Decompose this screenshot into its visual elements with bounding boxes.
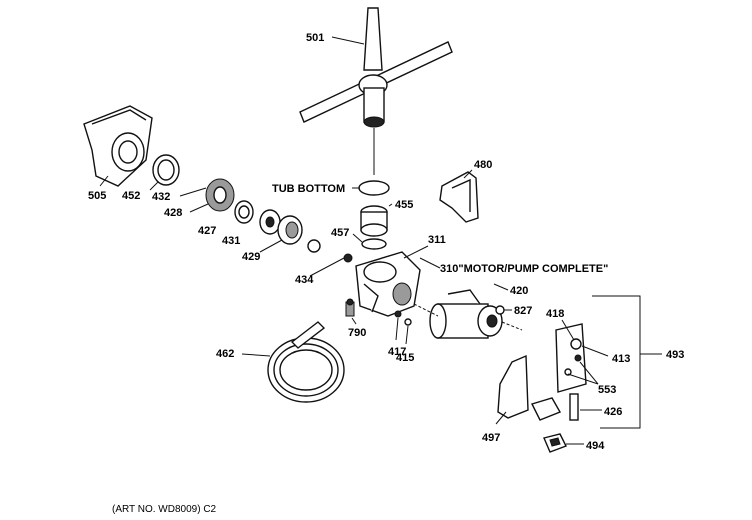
label-413: 413 <box>612 353 630 365</box>
clamp-452 <box>152 154 180 186</box>
leader-501 <box>331 36 365 45</box>
filter-screen-428 <box>205 178 235 212</box>
bracket-418 <box>555 323 587 393</box>
label-311: 311 <box>428 234 446 246</box>
housing-505 <box>83 105 153 187</box>
label-455: 455 <box>395 199 413 211</box>
leader-311 <box>403 245 429 259</box>
label-457: 457 <box>331 227 349 239</box>
leader-428 <box>189 203 209 213</box>
label-493: 493 <box>666 349 684 361</box>
leader-310 <box>419 257 441 269</box>
art-number-caption: (ART NO. WD8009) C2 <box>112 504 217 515</box>
group-bracket-493 <box>592 295 641 429</box>
motor-axis-2 <box>501 321 523 331</box>
label-501: 501 <box>306 32 324 44</box>
label-790: 790 <box>348 327 366 339</box>
seal-431 <box>259 209 281 235</box>
bracket-497 <box>497 354 562 421</box>
bracket-480 <box>439 171 479 223</box>
label-417: 417 <box>388 346 406 358</box>
label-553: 553 <box>598 384 616 396</box>
clip-494 <box>543 433 567 453</box>
leader-455 <box>388 203 393 207</box>
label-310: 310"MOTOR/PUMP COMPLETE" <box>440 263 608 275</box>
leader-418 <box>561 319 575 341</box>
label-428: 428 <box>164 207 182 219</box>
label-497: 497 <box>482 432 500 444</box>
leader-480 <box>463 169 473 179</box>
leader-462 <box>241 353 271 357</box>
impeller-429 <box>277 215 303 245</box>
nut-415 <box>404 318 412 326</box>
leader-420 <box>493 283 509 291</box>
clip-426 <box>569 393 579 421</box>
screw-790 <box>345 298 355 317</box>
label-420: 420 <box>510 285 528 297</box>
label-505: 505 <box>88 190 106 202</box>
label-480: 480 <box>474 159 492 171</box>
label-tub-bottom: TUB BOTTOM <box>272 183 345 195</box>
pump-body-311 <box>355 251 421 317</box>
clip-827 <box>495 305 505 315</box>
leader-457 <box>352 233 363 243</box>
label-827: 827 <box>514 305 532 317</box>
seal-455 <box>360 205 388 237</box>
label-418: 418 <box>546 308 564 320</box>
label-494: 494 <box>586 440 605 452</box>
label-429: 429 <box>242 251 260 263</box>
label-434: 434 <box>295 274 314 286</box>
leader-434 <box>309 257 345 277</box>
motor-310 <box>429 289 503 339</box>
leader-497 <box>495 411 507 425</box>
leader-553b <box>567 373 599 385</box>
leader-429 <box>259 239 283 253</box>
leader-452 <box>149 181 159 191</box>
label-415: 415 <box>396 352 414 364</box>
leader-413 <box>581 345 609 357</box>
leader-553a <box>579 361 599 385</box>
gasket-427 <box>234 200 254 224</box>
screw-434 <box>307 239 353 263</box>
label-427: 427 <box>198 225 216 237</box>
tub-bottom-ring <box>358 180 390 196</box>
motor-axis <box>413 303 439 317</box>
leader-415 <box>405 325 409 345</box>
label-431: 431 <box>222 235 240 247</box>
spray-arm-501 <box>299 7 453 128</box>
hose-462 <box>267 321 345 403</box>
leader-790 <box>351 317 357 325</box>
ring-457 <box>361 238 387 250</box>
leader-432 <box>179 187 207 197</box>
label-462: 462 <box>216 348 234 360</box>
leader-417 <box>395 317 399 341</box>
label-426: 426 <box>604 406 622 418</box>
washer-417 <box>394 310 402 318</box>
label-452: 452 <box>122 190 140 202</box>
label-432: 432 <box>152 191 170 203</box>
leader-505 <box>99 175 109 187</box>
